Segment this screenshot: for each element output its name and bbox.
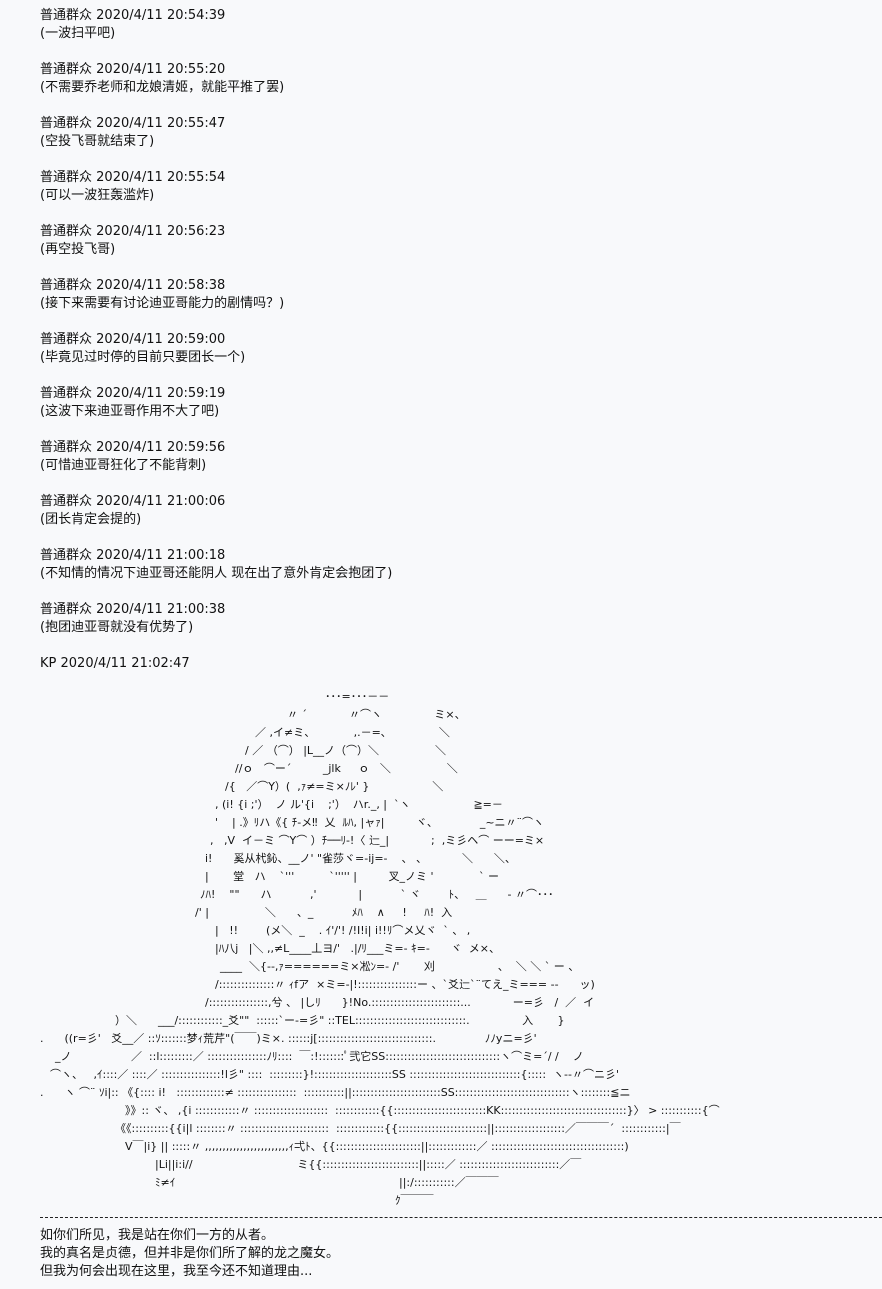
message-time: 2020/4/11 21:02:47 [60,656,190,671]
closing-line: 但我为何会出现在这里，我至今还不知道理由... [40,1264,313,1279]
message-text: (团长肯定会提的) [40,512,142,527]
message-header: 普通群众 2020/4/11 21:00:06 [40,493,392,511]
ascii-art-line: 《《::::::::::{{i|l ::::::::〃 ::::::::::::… [115,1122,681,1135]
ascii-art-line: ﾐ≠ｲ ||:/:::::::::::／￣￣￣ [155,1176,499,1189]
ascii-art-line: |ﾊ八j |＼ ,,≠L____丄ヨ/' .|/ﾘ___ミ=- ｷ=- ヾ メ×… [215,942,500,955]
ascii-art-line: , (i! {i ;'） ノ ル'{i ;'） ハr._, | `ヽ ≧=－ [215,798,503,811]
message-header: 普通群众 2020/4/11 20:59:19 [40,385,392,403]
ascii-art-line: ' | .》ﾘハ《{ ﾁ-メ‼ 乂 ﾙﾊ, |ャｧ| ヾ、 _~ニ〃¨⌒ヽ [215,816,545,829]
ascii-art-line: | !! (メ＼ _ . ｲ'/'! /!I!i| i!!ﾘ⌒メ乂ヾ ` 、 , [215,924,471,937]
ascii-art-line: /::::::::::::::::,兮 、 |しﾘ }!No.:::::::::… [205,996,595,1009]
message-time: 2020/4/11 20:59:19 [96,386,226,401]
chat-message: 普通群众 2020/4/11 20:59:19(这波下来迪亚哥作用不大了吧) [40,385,392,421]
message-header: 普通群众 2020/4/11 20:55:54 [40,169,392,187]
message-author: 普通群众 [40,8,93,23]
message-author: 普通群众 [40,548,93,563]
kp-message-header: KP 2020/4/11 21:02:47 [40,655,392,673]
ascii-art-line: 〃 ´ 〃⌒ヽ ミ×、 [287,708,466,721]
chat-log: 普通群众 2020/4/11 20:54:39(一波扫平吧)普通群众 2020/… [40,7,392,691]
message-author: 普通群众 [40,62,93,77]
message-header: 普通群众 2020/4/11 20:58:38 [40,277,392,295]
chat-message: 普通群众 2020/4/11 20:59:56(可惜迪亚哥狂化了不能背刺) [40,439,392,475]
message-author: 普通群众 [40,386,93,401]
ascii-art-line: V￣|i} || :::::〃 ,,,,,,,,,,,,,,,,,,,,,,,,… [125,1140,629,1153]
ascii-art-line: i! 奚从杙鈊、__ノ' "雀莎ヾ=-ij=- 、 、 ＼ ＼、 [205,852,516,865]
closing-text: 如你们所见，我是站在你们一方的从者。 我的真名是贞德，但并非是你们所了解的龙之魔… [40,1227,339,1281]
ascii-art-line: _ノ ／ ::l:::::::::／ ::::::::::::::::ﾉﾘ:::… [55,1050,584,1063]
message-text: (不知情的情况下迪亚哥还能阴人 现在出了意外肯定会抱团了) [40,566,393,581]
chat-message: 普通群众 2020/4/11 21:00:18(不知情的情况下迪亚哥还能阴人 现… [40,547,392,583]
ascii-art-line: |Li||i:i// ミ{{::::::::::::::::::::::::::… [155,1158,582,1171]
message-header: 普通群众 2020/4/11 20:54:39 [40,7,392,25]
message-text: (一波扫平吧) [40,26,116,41]
ascii-art-line: /:::::::::::::::〃 ｨfア ×ミ=-|!::::::::::::… [215,978,595,991]
message-author: 普通群众 [40,332,93,347]
ascii-art-line: ____ ＼{--,ｧ======ミ×凇ﾝ=- /' 刈 、 ＼ ＼ ` ー 、 [220,960,580,973]
chat-message: 普通群众 2020/4/11 20:55:47(空投飞哥就结束了) [40,115,392,151]
message-text: (可以一波狂轰滥炸) [40,188,155,203]
ascii-art-line: ）＼ ___/::::::::::::_爻"" ::::::`ー-=彡" ::T… [115,1014,565,1027]
ascii-art-line: 》》:: ヾ、 ,{i ::::::::::::〃 ::::::::::::::… [125,1104,720,1117]
message-author: 普通群众 [40,278,93,293]
ascii-art-line: . ((r=彡' 爻__／ ::ｿ:::::::梦ｨ荒芹"(￣￣)ミ×. :::… [40,1032,537,1045]
ascii-art-line: ﾉﾊ! "" ハ ,' | ` ヾ ﾄ、 ＿ - 〃⌒･･･ [200,888,554,901]
message-time: 2020/4/11 21:00:18 [96,548,226,563]
closing-line: 如你们所见，我是站在你们一方的从者。 [40,1228,275,1243]
message-author: 普通群众 [40,224,93,239]
ascii-art-line: /{ ／⌒Y）( ,ｧ≠=ミ×ﾉﾚ' } ＼ [225,780,444,793]
message-time: 2020/4/11 20:58:38 [96,278,226,293]
message-header: 普通群众 2020/4/11 20:59:56 [40,439,392,457]
message-text: (毕竟见过时停的目前只要团长一个) [40,350,246,365]
divider-line [40,1217,882,1218]
chat-message: 普通群众 2020/4/11 20:56:23(再空投飞哥) [40,223,392,259]
message-time: 2020/4/11 20:59:56 [96,440,226,455]
ascii-art-line: /' | ＼ 、_ ﾒﾊ ∧ ! ﾊ! 入 [195,906,453,919]
message-author: 普通群众 [40,602,93,617]
ascii-art-line: //ｏ ⌒ー´ _jlk ｏ ＼ ＼ [235,762,458,775]
chat-message: 普通群众 2020/4/11 21:00:06(团长肯定会提的) [40,493,392,529]
closing-line: 我的真名是贞德，但并非是你们所了解的龙之魔女。 [40,1246,340,1261]
chat-message: 普通群众 2020/4/11 20:55:54(可以一波狂轰滥炸) [40,169,392,205]
message-time: 2020/4/11 21:00:38 [96,602,226,617]
message-text: (接下来需要有讨论迪亚哥能力的剧情吗？) [40,296,285,311]
ascii-art-line: ⌒ヽ、 ,ｲ::::／ ::::／ ::::::::::::::::!l彡" :… [50,1068,619,1081]
chat-message: 普通群众 2020/4/11 21:00:38(抱团迪亚哥就没有优势了) [40,601,392,637]
message-text: (不需要乔老师和龙娘清姬，就能平推了罢) [40,80,285,95]
message-text: (空投飞哥就结束了) [40,134,155,149]
chat-message: 普通群众 2020/4/11 20:55:20(不需要乔老师和龙娘清姬，就能平推… [40,61,392,97]
message-author: 普通群众 [40,494,93,509]
message-time: 2020/4/11 20:54:39 [96,8,226,23]
message-text: (抱团迪亚哥就没有优势了) [40,620,194,635]
message-header: 普通群众 2020/4/11 20:59:00 [40,331,392,349]
chat-message: 普通群众 2020/4/11 20:54:39(一波扫平吧) [40,7,392,43]
message-text: (可惜迪亚哥狂化了不能背刺) [40,458,207,473]
message-header: 普通群众 2020/4/11 21:00:38 [40,601,392,619]
chat-message: 普通群众 2020/4/11 20:58:38(接下来需要有讨论迪亚哥能力的剧情… [40,277,392,313]
ascii-art-line: | 堂 ハ `''' `''''' | 叉_ノミ ' ` ー [205,870,499,883]
message-time: 2020/4/11 20:55:54 [96,170,226,185]
ascii-art-line: ｸ￣￣￣ [395,1194,434,1207]
message-time: 2020/4/11 21:00:06 [96,494,226,509]
message-time: 2020/4/11 20:59:00 [96,332,226,347]
message-time: 2020/4/11 20:55:20 [96,62,226,77]
message-author: 普通群众 [40,440,93,455]
message-author: 普通群众 [40,170,93,185]
message-text: (再空投飞哥) [40,242,116,257]
ascii-art-line: ／ ,イ≠ミ、 ,.－=､ ＼ [255,726,450,739]
message-header: 普通群众 2020/4/11 20:55:20 [40,61,392,79]
message-time: 2020/4/11 20:56:23 [96,224,226,239]
message-header: 普通群众 2020/4/11 21:00:18 [40,547,392,565]
message-author: 普通群众 [40,116,93,131]
ascii-art-line: , ,V イ－ミ ⌒Y⌒ ）ﾁ──ﾘ-!〈 辷_| ; ,ミ彡ヘ⌒ ーー=ミ× [210,834,545,847]
message-header: 普通群众 2020/4/11 20:56:23 [40,223,392,241]
ascii-art-line: / ／ （⌒） |L__ノ（⌒）＼ ＼ [245,744,446,757]
message-time: 2020/4/11 20:55:47 [96,116,226,131]
message-text: (这波下来迪亚哥作用不大了吧) [40,404,220,419]
chat-message: 普通群众 2020/4/11 20:59:00(毕竟见过时停的目前只要团长一个) [40,331,392,367]
ascii-art-line: . ヽ ⌒¨ ｿi|:: 《{:::: i! :::::::::::::≠ ::… [40,1086,631,1099]
message-author: KP [40,656,57,671]
message-header: 普通群众 2020/4/11 20:55:47 [40,115,392,133]
